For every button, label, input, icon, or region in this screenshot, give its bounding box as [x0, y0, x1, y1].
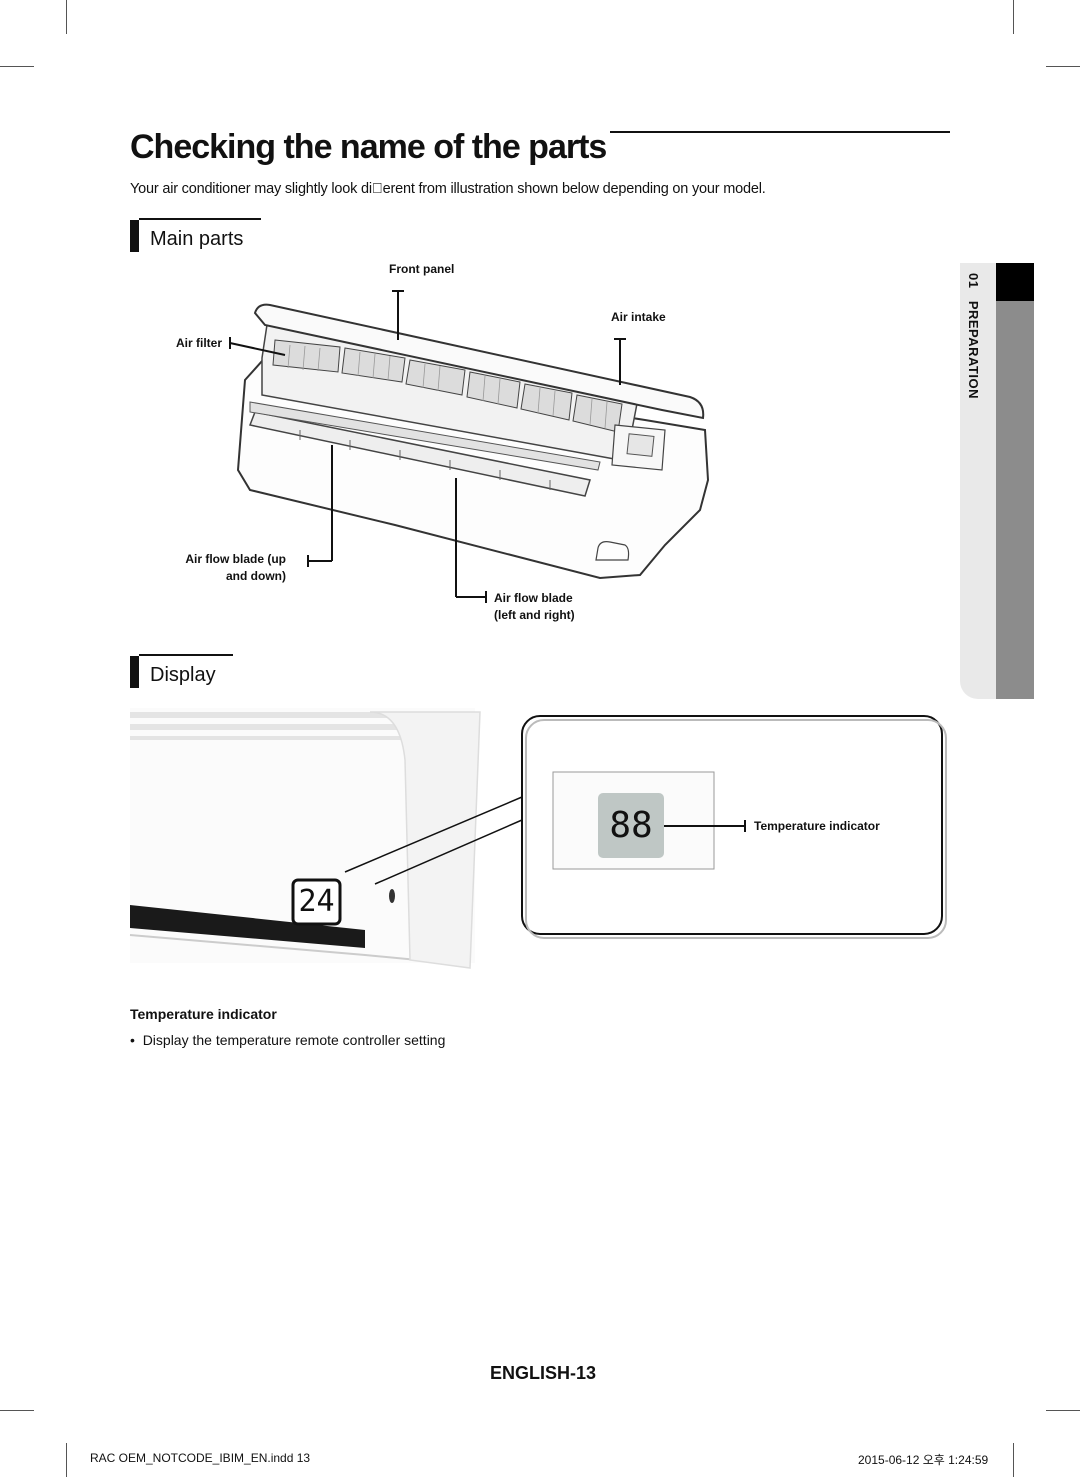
- chapter-number: 01: [966, 273, 981, 289]
- crop-mark-icon: [1046, 1410, 1080, 1411]
- section-heading-main-parts: Main parts: [150, 228, 244, 250]
- chapter-side-tab: 01 PREPARATION: [960, 263, 1034, 699]
- side-tab-dark: [996, 301, 1034, 699]
- crop-mark-icon: [0, 66, 34, 67]
- label-air-filter: Air filter: [176, 336, 223, 350]
- bullet-text: Display the temperature remote controlle…: [142, 1032, 446, 1048]
- section-heading-display: Display: [150, 664, 216, 686]
- section-rule: [139, 654, 233, 656]
- side-tab-label: 01 PREPARATION: [966, 273, 981, 399]
- chapter-label: PREPARATION: [966, 300, 981, 400]
- list-item: • Display the temperature remote control…: [130, 1032, 445, 1048]
- side-tab-light: [960, 263, 996, 699]
- label-line: Air flow blade: [494, 591, 573, 605]
- crop-mark-icon: [1013, 1443, 1014, 1477]
- label-temperature-indicator-callout: Temperature indicator: [754, 819, 880, 833]
- label-front-panel: Front panel: [389, 262, 455, 276]
- label-line: Air flow blade (up: [185, 552, 286, 566]
- crop-mark-icon: [0, 1410, 34, 1411]
- seven-segment-display-icon: 24: [298, 884, 335, 919]
- label-air-flow-blade-up-down: Air flow blade (up and down): [178, 551, 286, 585]
- seven-segment-display-icon: 88: [609, 805, 653, 846]
- label-line: and down): [226, 569, 286, 583]
- page-title: Checking the name of the parts: [130, 128, 607, 166]
- footer-filename: RAC OEM_NOTCODE_IBIM_EN.indd 13: [90, 1451, 311, 1465]
- label-air-flow-blade-left-right: Air flow blade (left and right): [494, 590, 575, 624]
- title-rule: [610, 131, 950, 133]
- section-marker: [130, 656, 139, 688]
- section-marker: [130, 220, 139, 252]
- bullet-marker: •: [130, 1032, 135, 1048]
- air-conditioner-unit-illustration: [229, 290, 710, 603]
- label-air-intake: Air intake: [611, 310, 666, 324]
- crop-mark-icon: [1046, 66, 1080, 67]
- crop-mark-icon: [66, 0, 67, 34]
- temperature-indicator-heading: Temperature indicator: [130, 1006, 277, 1022]
- crop-mark-icon: [1013, 0, 1014, 34]
- intro-text: Your air conditioner may slightly look d…: [130, 181, 766, 197]
- display-illustration: [129, 708, 947, 969]
- section-rule: [139, 218, 261, 220]
- crop-mark-icon: [66, 1443, 67, 1477]
- footer-timestamp: 2015-06-12 오후 1:24:59: [858, 1453, 989, 1467]
- side-tab-marker: [996, 263, 1034, 301]
- page-number: ENGLISH-13: [490, 1363, 597, 1383]
- label-line: (left and right): [494, 608, 575, 622]
